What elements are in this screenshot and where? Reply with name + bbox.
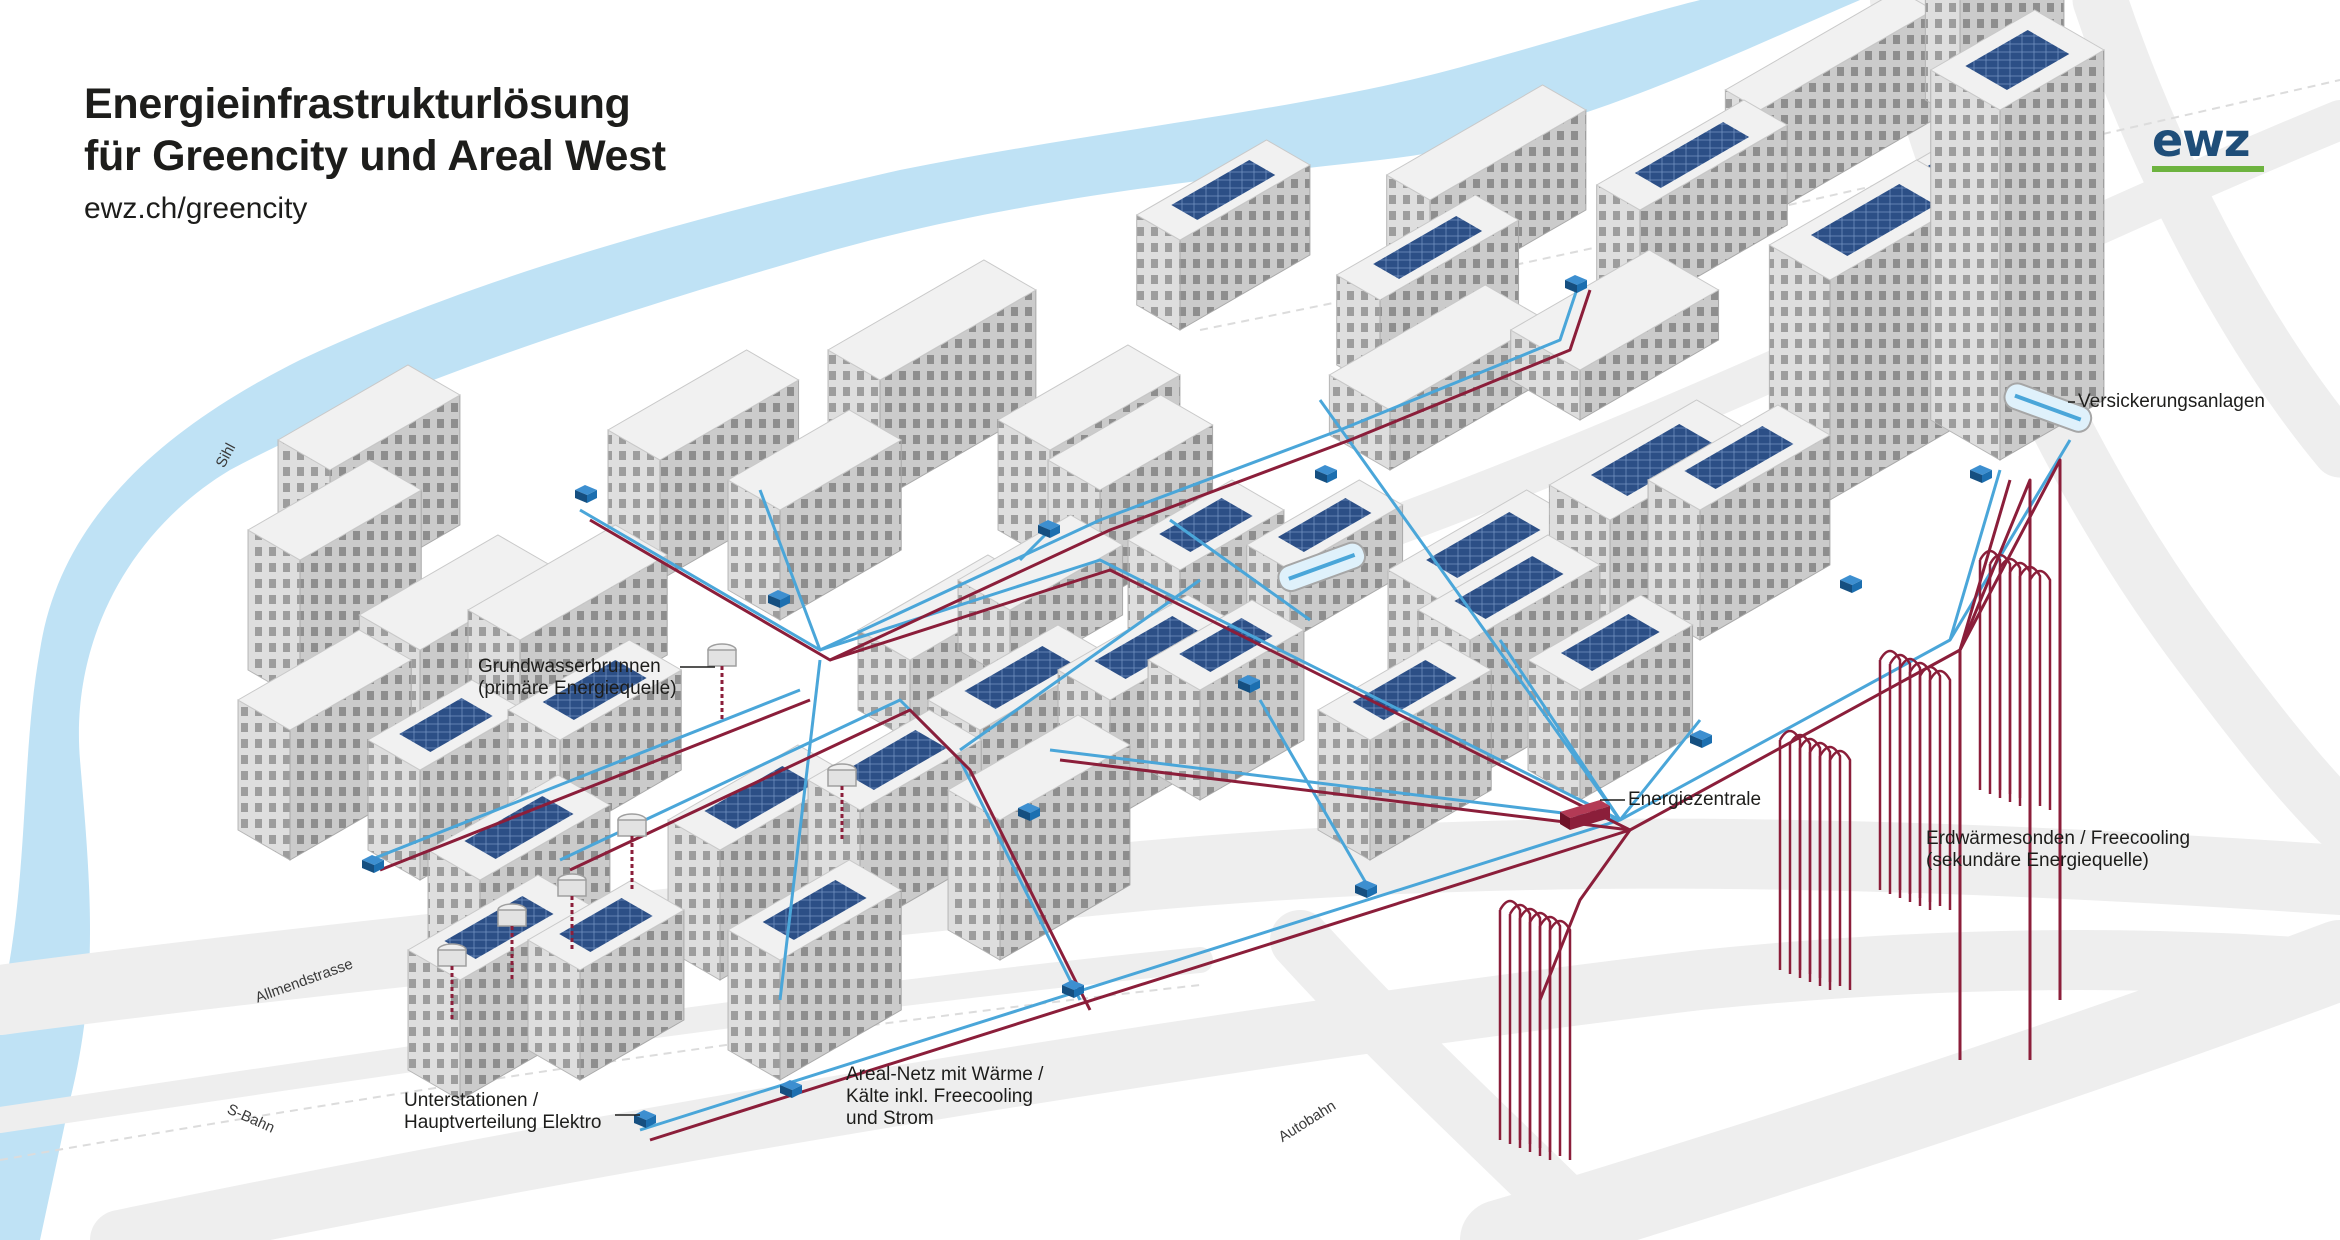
building [607,349,800,581]
well-icon [827,763,857,840]
substation-icon [362,855,384,873]
substation-icon [1355,880,1377,898]
geothermal-probes [1498,549,2052,1160]
substation-icon [1565,275,1587,293]
label-grundwasserbrunnen: Grundwasserbrunnen (primäre Energiequell… [478,656,677,700]
logo-text: ewz [2152,113,2250,167]
probe-bundle [1978,549,2052,810]
river-sihl [0,0,1860,1240]
page-title-line-1: Energieinfrastrukturlösung [84,80,631,128]
substation-icon [1018,803,1040,821]
substation-icon [780,1080,802,1098]
label-grundwasser-line-1: Grundwasserbrunnen [478,656,661,677]
building [1595,99,1789,311]
label-energiezentrale: Energiezentrale [1628,789,1762,810]
building [237,629,413,861]
label-grundwasser-line-2: (primäre Energiequelle) [478,678,677,699]
page-title-line-2: für Greencity und Areal West [84,132,666,180]
label-unterstationen: Unterstationen / Hauptverteilung Elektro [404,1090,602,1134]
substation-icon [1062,980,1084,998]
well-icon [707,643,737,720]
substation-icon [1038,520,1060,538]
building [1929,9,2105,461]
well-icon [617,813,647,890]
substation-icon [1315,465,1337,483]
substations [362,275,1992,1128]
infiltration-tanks [1277,382,2093,593]
well-icon [437,943,467,1020]
substation-icon [575,485,597,503]
label-areal-netz: Areal-Netz mit Wärme / Kälte inkl. Freec… [846,1064,1043,1130]
well-icon [497,903,527,980]
label-erdwaerme-line-2: (sekundäre Energiequelle) [1926,850,2149,871]
pipe-network [369,279,2072,1142]
probe-bundle [1498,899,1572,1160]
label-arealnetz-line-1: Areal-Netz mit Wärme / [846,1064,1044,1085]
substation-icon [768,590,790,608]
substation-icon [1690,730,1712,748]
page-url[interactable]: ewz.ch/greencity [84,192,308,225]
label-unterstationen-line-1: Unterstationen / [404,1090,539,1111]
building [1647,404,1831,641]
building [1147,599,1305,801]
substation-icon [1970,465,1992,483]
substation-icon [1238,675,1260,693]
well-icon [557,873,587,950]
label-unterstationen-line-2: Hauptverteilung Elektro [404,1112,602,1133]
energiezentrale-block [1560,800,1610,830]
label-arealnetz-line-2: Kälte inkl. Freecooling [846,1086,1033,1107]
substation-icon [634,1110,656,1128]
groundwater-wells [437,643,857,1020]
building [367,679,525,881]
ewz-logo: ewz [2152,113,2264,172]
label-erdwaermesonden: Erdwärmesonden / Freecooling (sekundäre … [1926,828,2190,872]
label-arealnetz-line-3: und Strom [846,1108,934,1129]
label-versickerungsanlagen: Versickerungsanlagen [2078,391,2265,412]
building [727,409,903,621]
label-erdwaerme-line-1: Erdwärmesonden / Freecooling [1926,828,2191,849]
leader-lines [615,401,2075,1116]
probe-bundle [1778,729,1852,990]
logo-bar [2152,166,2264,172]
building [1135,139,1311,331]
title-block: Energieinfrastrukturlösung für Greencity… [84,78,666,226]
substation-icon [1840,575,1862,593]
probe-bundle [1878,649,1952,910]
